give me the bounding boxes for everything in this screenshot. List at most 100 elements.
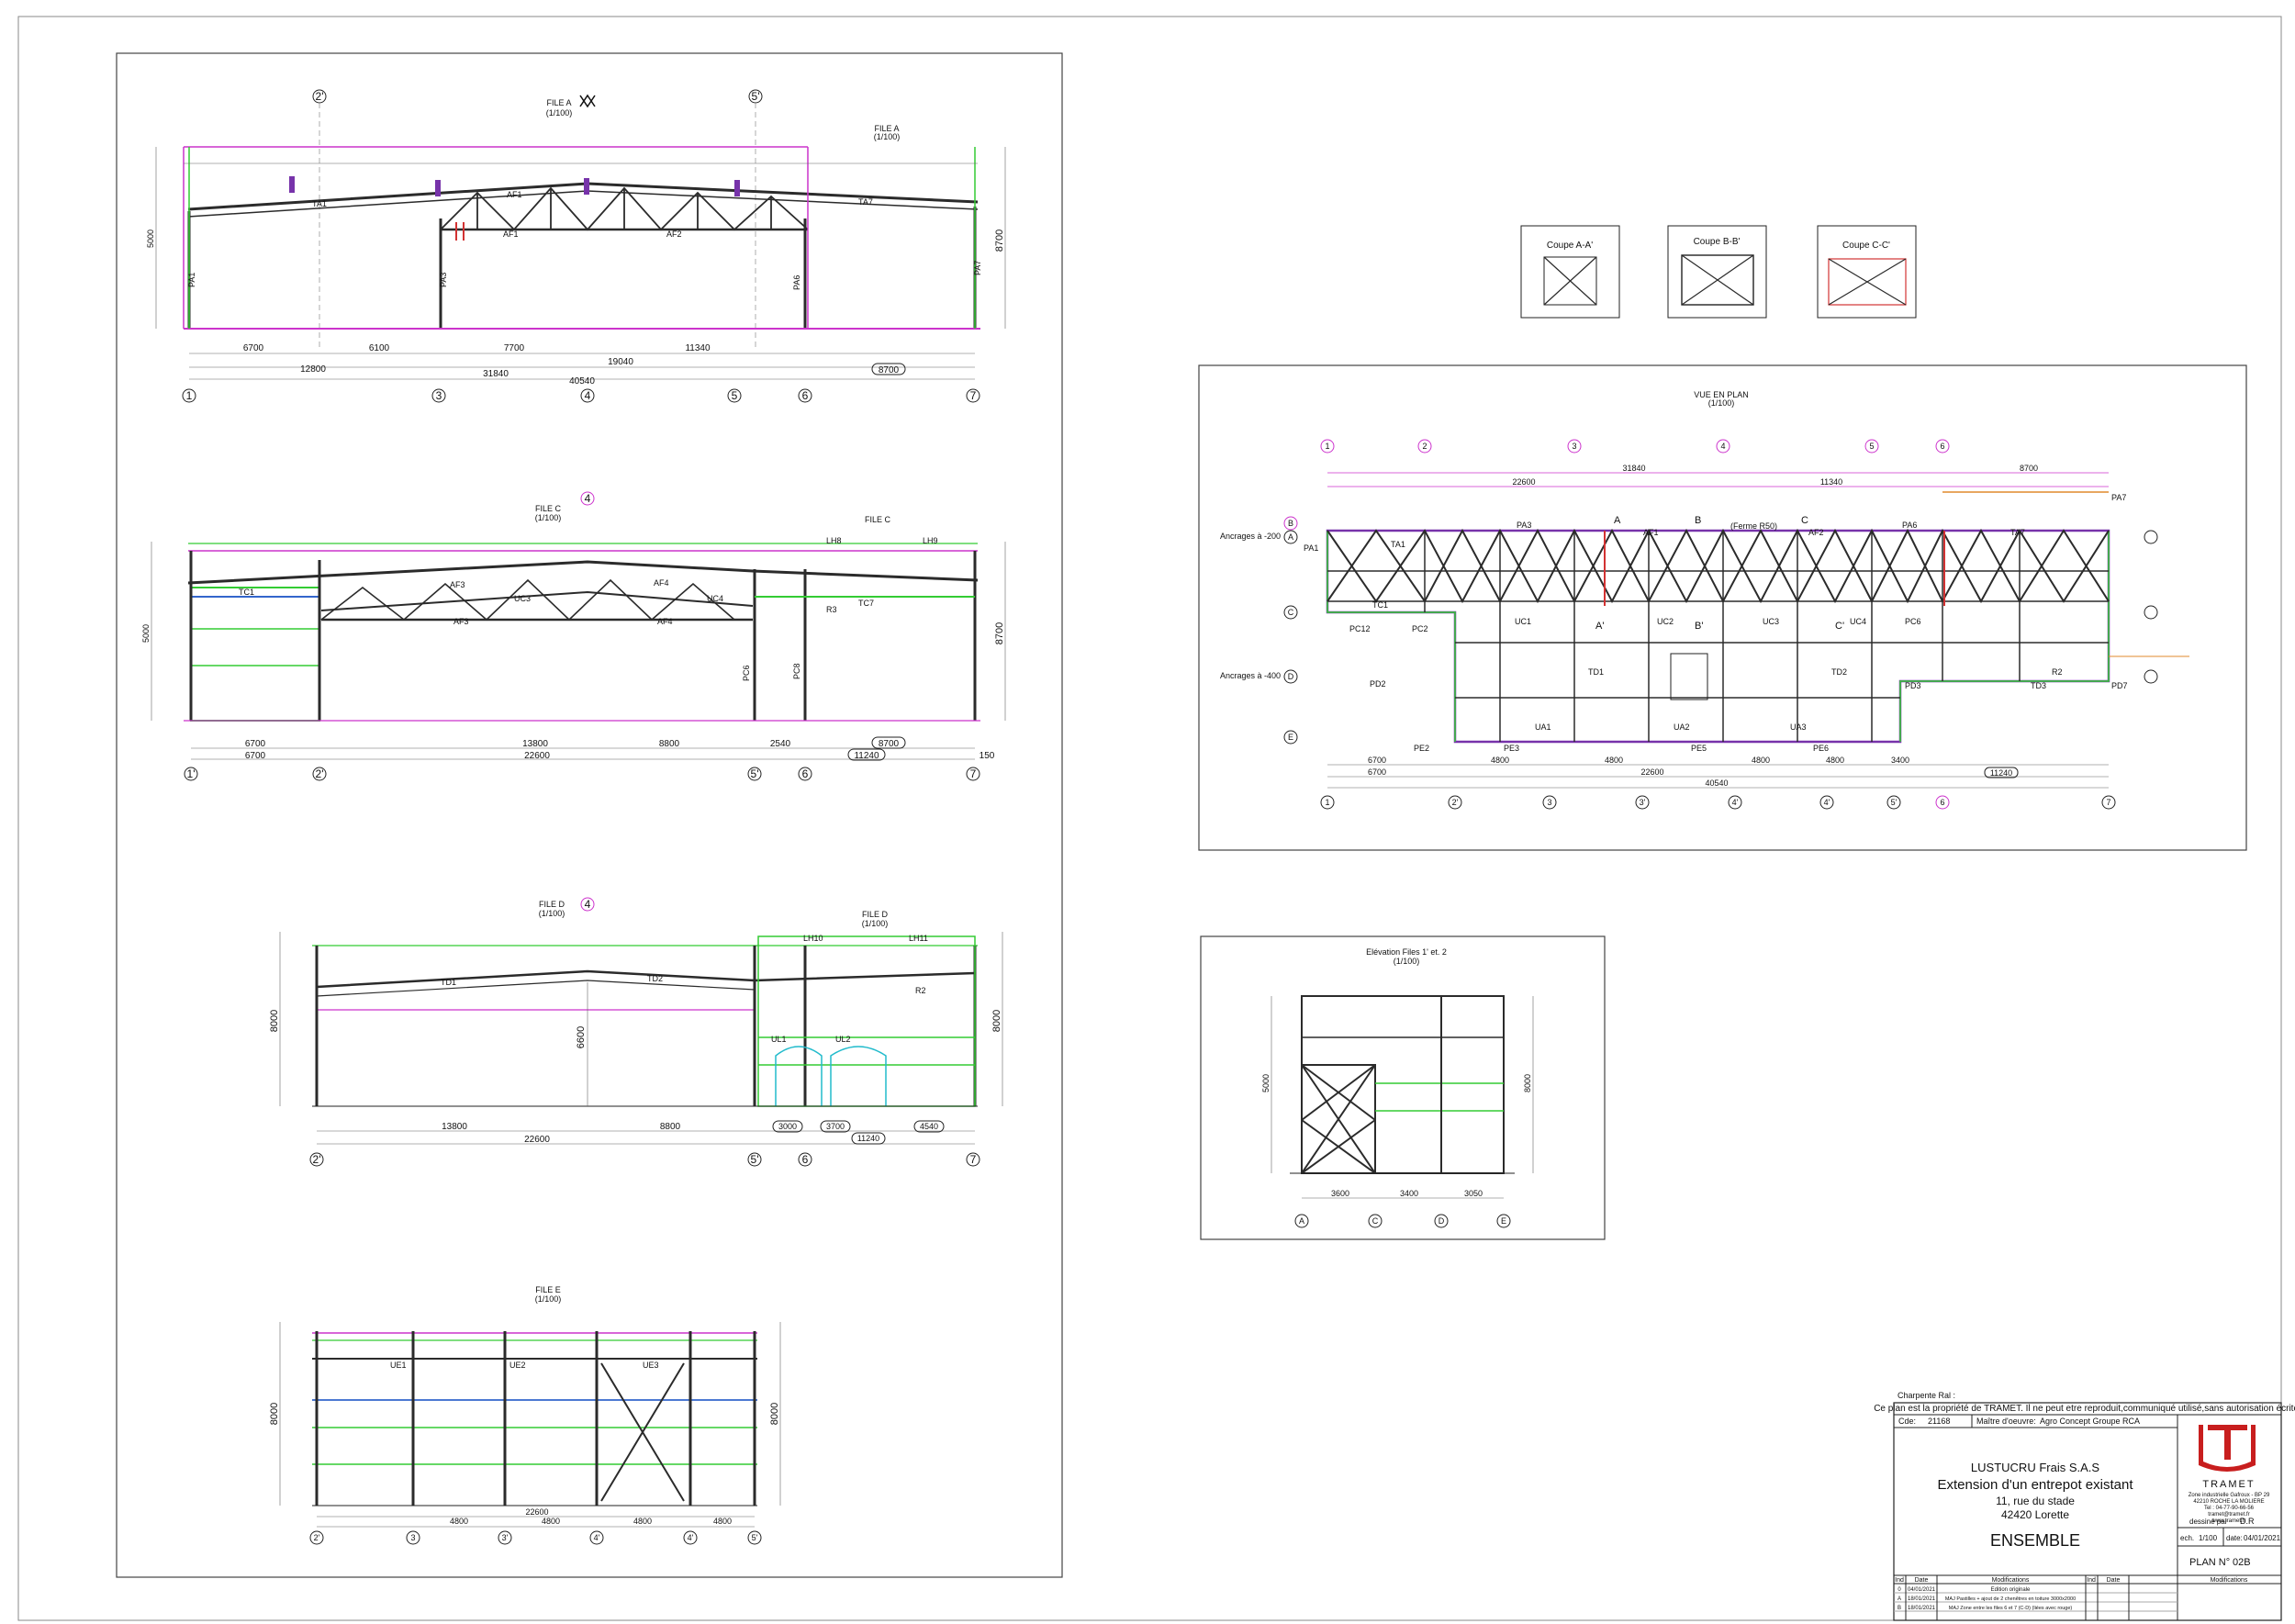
axis-label: 6 xyxy=(802,767,809,780)
dim-label: 4800 xyxy=(713,1517,732,1526)
member-label: UL2 xyxy=(835,1035,851,1044)
dim-label: 4800 xyxy=(450,1517,468,1526)
maitre-label: Maître d'oeuvre: xyxy=(1976,1417,2036,1426)
file-e-title: FILE E xyxy=(535,1285,561,1294)
rev-mod: MAJ Zone entre les files 6 et 7 (C-D) (l… xyxy=(1949,1606,2073,1611)
member-label: R2 xyxy=(915,986,926,995)
axis-label: 5' xyxy=(751,767,759,780)
plan-label: PLAN N° xyxy=(2189,1557,2230,1568)
rev-header: Ind xyxy=(1895,1577,1904,1584)
member-label: TD2 xyxy=(1831,667,1847,677)
axis-label: 3 xyxy=(1547,798,1551,807)
height-dimension: 5000 xyxy=(146,230,155,248)
dim-label: 6700 xyxy=(243,343,264,353)
dim-label: 6100 xyxy=(369,343,390,353)
member-label: UC3 xyxy=(514,594,531,603)
dim-label: 22600 xyxy=(524,1135,550,1145)
height-dimension: 8000 xyxy=(269,1010,280,1032)
dim-label: 4800 xyxy=(633,1517,652,1526)
dim-label: 4800 xyxy=(1605,756,1623,765)
member-label: UA1 xyxy=(1535,722,1551,732)
dim-label: 13800 xyxy=(522,739,548,749)
client-name: LUSTUCRU Frais S.A.S xyxy=(1971,1461,2099,1474)
member-label: PD7 xyxy=(2111,681,2128,690)
dim-label: 6700 xyxy=(1368,767,1386,777)
cut-marker: A' xyxy=(1595,621,1604,632)
panel-file-e: FILE E (1/100) UE1 UE2 UE3 8000 8000 480… xyxy=(269,1285,781,1545)
boxed-dim: 11240 xyxy=(854,751,879,761)
member-label: PA1 xyxy=(187,273,196,287)
company-name: TRAMET xyxy=(2202,1479,2255,1490)
axis-label: 5' xyxy=(1891,798,1898,807)
tramet-logo xyxy=(2199,1425,2256,1472)
axis-label: 4 xyxy=(585,389,591,402)
rev-header: Ind xyxy=(2087,1577,2096,1584)
sheet-name: ENSEMBLE xyxy=(1990,1531,2080,1550)
file-d-title-right: FILE D xyxy=(862,910,889,919)
axis-bubbles xyxy=(309,1152,980,1167)
file-e-scale: (1/100) xyxy=(535,1294,562,1304)
plan-top-axes xyxy=(1320,439,1950,454)
section-a: Coupe A-A' xyxy=(1520,225,1620,319)
rev-date: 04/01/2021 xyxy=(1908,1587,1936,1593)
dim-label: 31840 xyxy=(1622,464,1645,473)
axis-label: A xyxy=(1299,1216,1304,1226)
file-a-scale: (1/100) xyxy=(546,108,573,118)
rev-header: Modifications xyxy=(1992,1577,2030,1584)
axis-label: 2' xyxy=(314,1533,320,1542)
member-label: UL1 xyxy=(771,1035,787,1044)
boxed-dim: 8700 xyxy=(879,365,900,375)
member-label: UE2 xyxy=(509,1361,526,1370)
axis-bubbles xyxy=(309,1530,762,1545)
dim-label: 22600 xyxy=(524,751,550,761)
member-label: AF2 xyxy=(666,230,682,239)
member-label: UC1 xyxy=(1515,617,1531,626)
dim-label: 3050 xyxy=(1464,1189,1483,1198)
axis-label: A xyxy=(1288,532,1293,542)
dim-label: 4800 xyxy=(542,1517,560,1526)
dim-label: 3600 xyxy=(1331,1189,1349,1198)
member-label: UC2 xyxy=(1657,617,1674,626)
height-dimension-right: 8000 xyxy=(991,1010,1002,1032)
elevation-axes xyxy=(1294,1214,1511,1228)
axis-label: 5' xyxy=(751,1153,759,1166)
company-mail: tramet@tramet.fr xyxy=(2208,1512,2249,1518)
axis-label: 3 xyxy=(1572,442,1576,451)
rev-mod: MAJ Pastilles + ajout de 2 chenêtres en … xyxy=(1945,1596,2076,1602)
dim-label: 11340 xyxy=(685,343,711,353)
mid-height-dimension: 6600 xyxy=(576,1026,587,1048)
axis-label: 2' xyxy=(313,1153,321,1166)
rev-mod: Edition originale xyxy=(1991,1587,2031,1593)
project-street: 11, rue du stade xyxy=(1996,1495,2075,1507)
axis-bubbles xyxy=(184,767,980,781)
height-dimension-right: 8000 xyxy=(1523,1074,1532,1092)
dim-label: 6700 xyxy=(1368,756,1386,765)
boxed-dim: 3000 xyxy=(778,1122,797,1131)
truss-web xyxy=(440,186,809,231)
property-notice: Ce plan est la propriété de TRAMET. Il n… xyxy=(1874,1404,2295,1414)
member-label: LH11 xyxy=(909,934,928,943)
axis-label: 3' xyxy=(1640,798,1646,807)
section-title: Coupe B-B' xyxy=(1694,237,1741,247)
axis-label: 6 xyxy=(1940,442,1944,451)
member-label: TC7 xyxy=(858,599,874,608)
member-label: PC12 xyxy=(1349,624,1371,633)
columns xyxy=(187,207,977,329)
member-label: UA3 xyxy=(1790,722,1807,732)
axis-label: 5' xyxy=(752,1533,758,1542)
plan-title: VUE EN PLAN xyxy=(1694,390,1749,399)
member-label: PE6 xyxy=(1813,744,1829,753)
ferme-label: (Ferme R50) xyxy=(1730,521,1777,531)
file-a-title-right: FILE A xyxy=(874,124,899,133)
member-label: AF3 xyxy=(453,617,469,626)
member-label: PA7 xyxy=(973,261,982,275)
dim-label: 31840 xyxy=(483,369,509,379)
maitre-value: Agro Concept Groupe RCA xyxy=(2040,1417,2140,1426)
section-cuts: Coupe A-A' Coupe B-B' Coupe C-C' xyxy=(1520,225,1917,319)
dim-label: 3400 xyxy=(1400,1189,1418,1198)
plan-row-axes xyxy=(1283,516,2158,745)
axis-label: C xyxy=(1288,608,1294,617)
member-label: LH9 xyxy=(923,536,938,545)
cde-label: Cde: xyxy=(1898,1417,1916,1426)
rev-header: Modifications xyxy=(2211,1577,2248,1584)
